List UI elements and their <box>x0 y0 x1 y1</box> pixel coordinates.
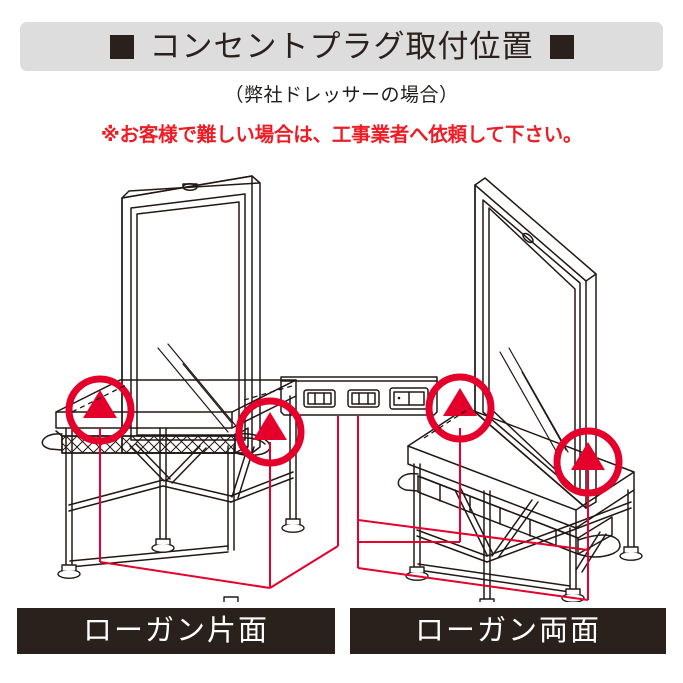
square-bullet-right-icon <box>549 34 574 59</box>
right-floor-mid <box>357 519 589 551</box>
product-label-double-sided-text: ローガン両面 <box>414 614 601 647</box>
warning-note: ※お客様で難しい場合は、工事業者へ依頼して下さい。 <box>100 124 583 146</box>
diagram-svg <box>41 175 643 602</box>
right-floor-front <box>357 567 589 601</box>
wall-outlet-plate <box>280 376 438 416</box>
left-outlet-marker-1 <box>65 375 135 445</box>
product-label-double-sided: ローガン両面 <box>350 608 666 654</box>
outlet-position-markers <box>65 373 623 497</box>
outlet-socket-2 <box>347 389 380 408</box>
product-label-single-sided-text: ローガン片面 <box>82 614 269 647</box>
left-floor-right <box>269 545 339 589</box>
square-bullet-left-icon <box>109 34 134 59</box>
right-outlet-marker-2 <box>553 427 623 497</box>
left-floor-front <box>99 561 271 589</box>
outlet-socket-1 <box>303 389 336 408</box>
right-mirror-frame <box>474 177 597 509</box>
left-foot-pads <box>57 518 305 602</box>
drill-point-guides <box>71 383 471 439</box>
subtitle: （弊社ドレッサーの場合） <box>224 85 459 106</box>
dresser-diagram <box>0 150 683 602</box>
outlet-socket-3 <box>389 387 429 410</box>
page-title: コンセントプラグ取付位置 <box>149 29 534 64</box>
product-label-single-sided: ローガン片面 <box>17 608 335 654</box>
left-mirror-reflection <box>157 343 237 433</box>
left-outlet-marker-2 <box>235 397 305 467</box>
right-outlet-marker-1 <box>425 373 495 443</box>
page-title-bar: コンセントプラグ取付位置 <box>20 22 663 71</box>
right-slat-shelf <box>397 472 621 558</box>
